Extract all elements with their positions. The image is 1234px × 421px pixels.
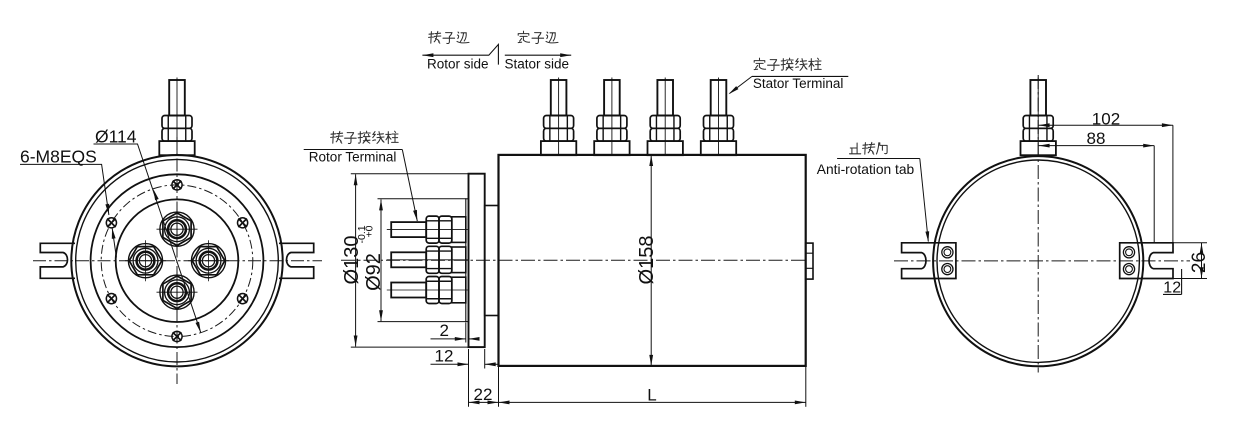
svg-text:102: 102 bbox=[1092, 109, 1120, 128]
svg-text:2: 2 bbox=[440, 321, 449, 340]
svg-text:Ø114: Ø114 bbox=[95, 126, 137, 146]
svg-text:-0.1: -0.1 bbox=[356, 225, 368, 243]
svg-text:+0: +0 bbox=[363, 225, 375, 237]
svg-text:Ø130: Ø130 bbox=[341, 236, 363, 285]
svg-text:12: 12 bbox=[435, 347, 454, 366]
svg-text:Ø92: Ø92 bbox=[363, 253, 385, 291]
svg-text:Stator Terminal: Stator Terminal bbox=[753, 76, 844, 91]
svg-text:12: 12 bbox=[1163, 280, 1181, 297]
svg-text:Rotor side: Rotor side bbox=[427, 57, 489, 72]
svg-text:26: 26 bbox=[1189, 252, 1210, 273]
svg-text:L: L bbox=[647, 386, 656, 405]
svg-text:Rotor Terminal: Rotor Terminal bbox=[309, 149, 397, 164]
svg-text:Stator side: Stator side bbox=[505, 57, 570, 72]
svg-text:88: 88 bbox=[1087, 129, 1106, 148]
svg-text:Anti-rotation tab: Anti-rotation tab bbox=[817, 162, 915, 177]
svg-text:22: 22 bbox=[474, 385, 493, 404]
svg-text:Ø158: Ø158 bbox=[636, 236, 658, 285]
svg-text:6-M8EQS: 6-M8EQS bbox=[20, 147, 97, 167]
